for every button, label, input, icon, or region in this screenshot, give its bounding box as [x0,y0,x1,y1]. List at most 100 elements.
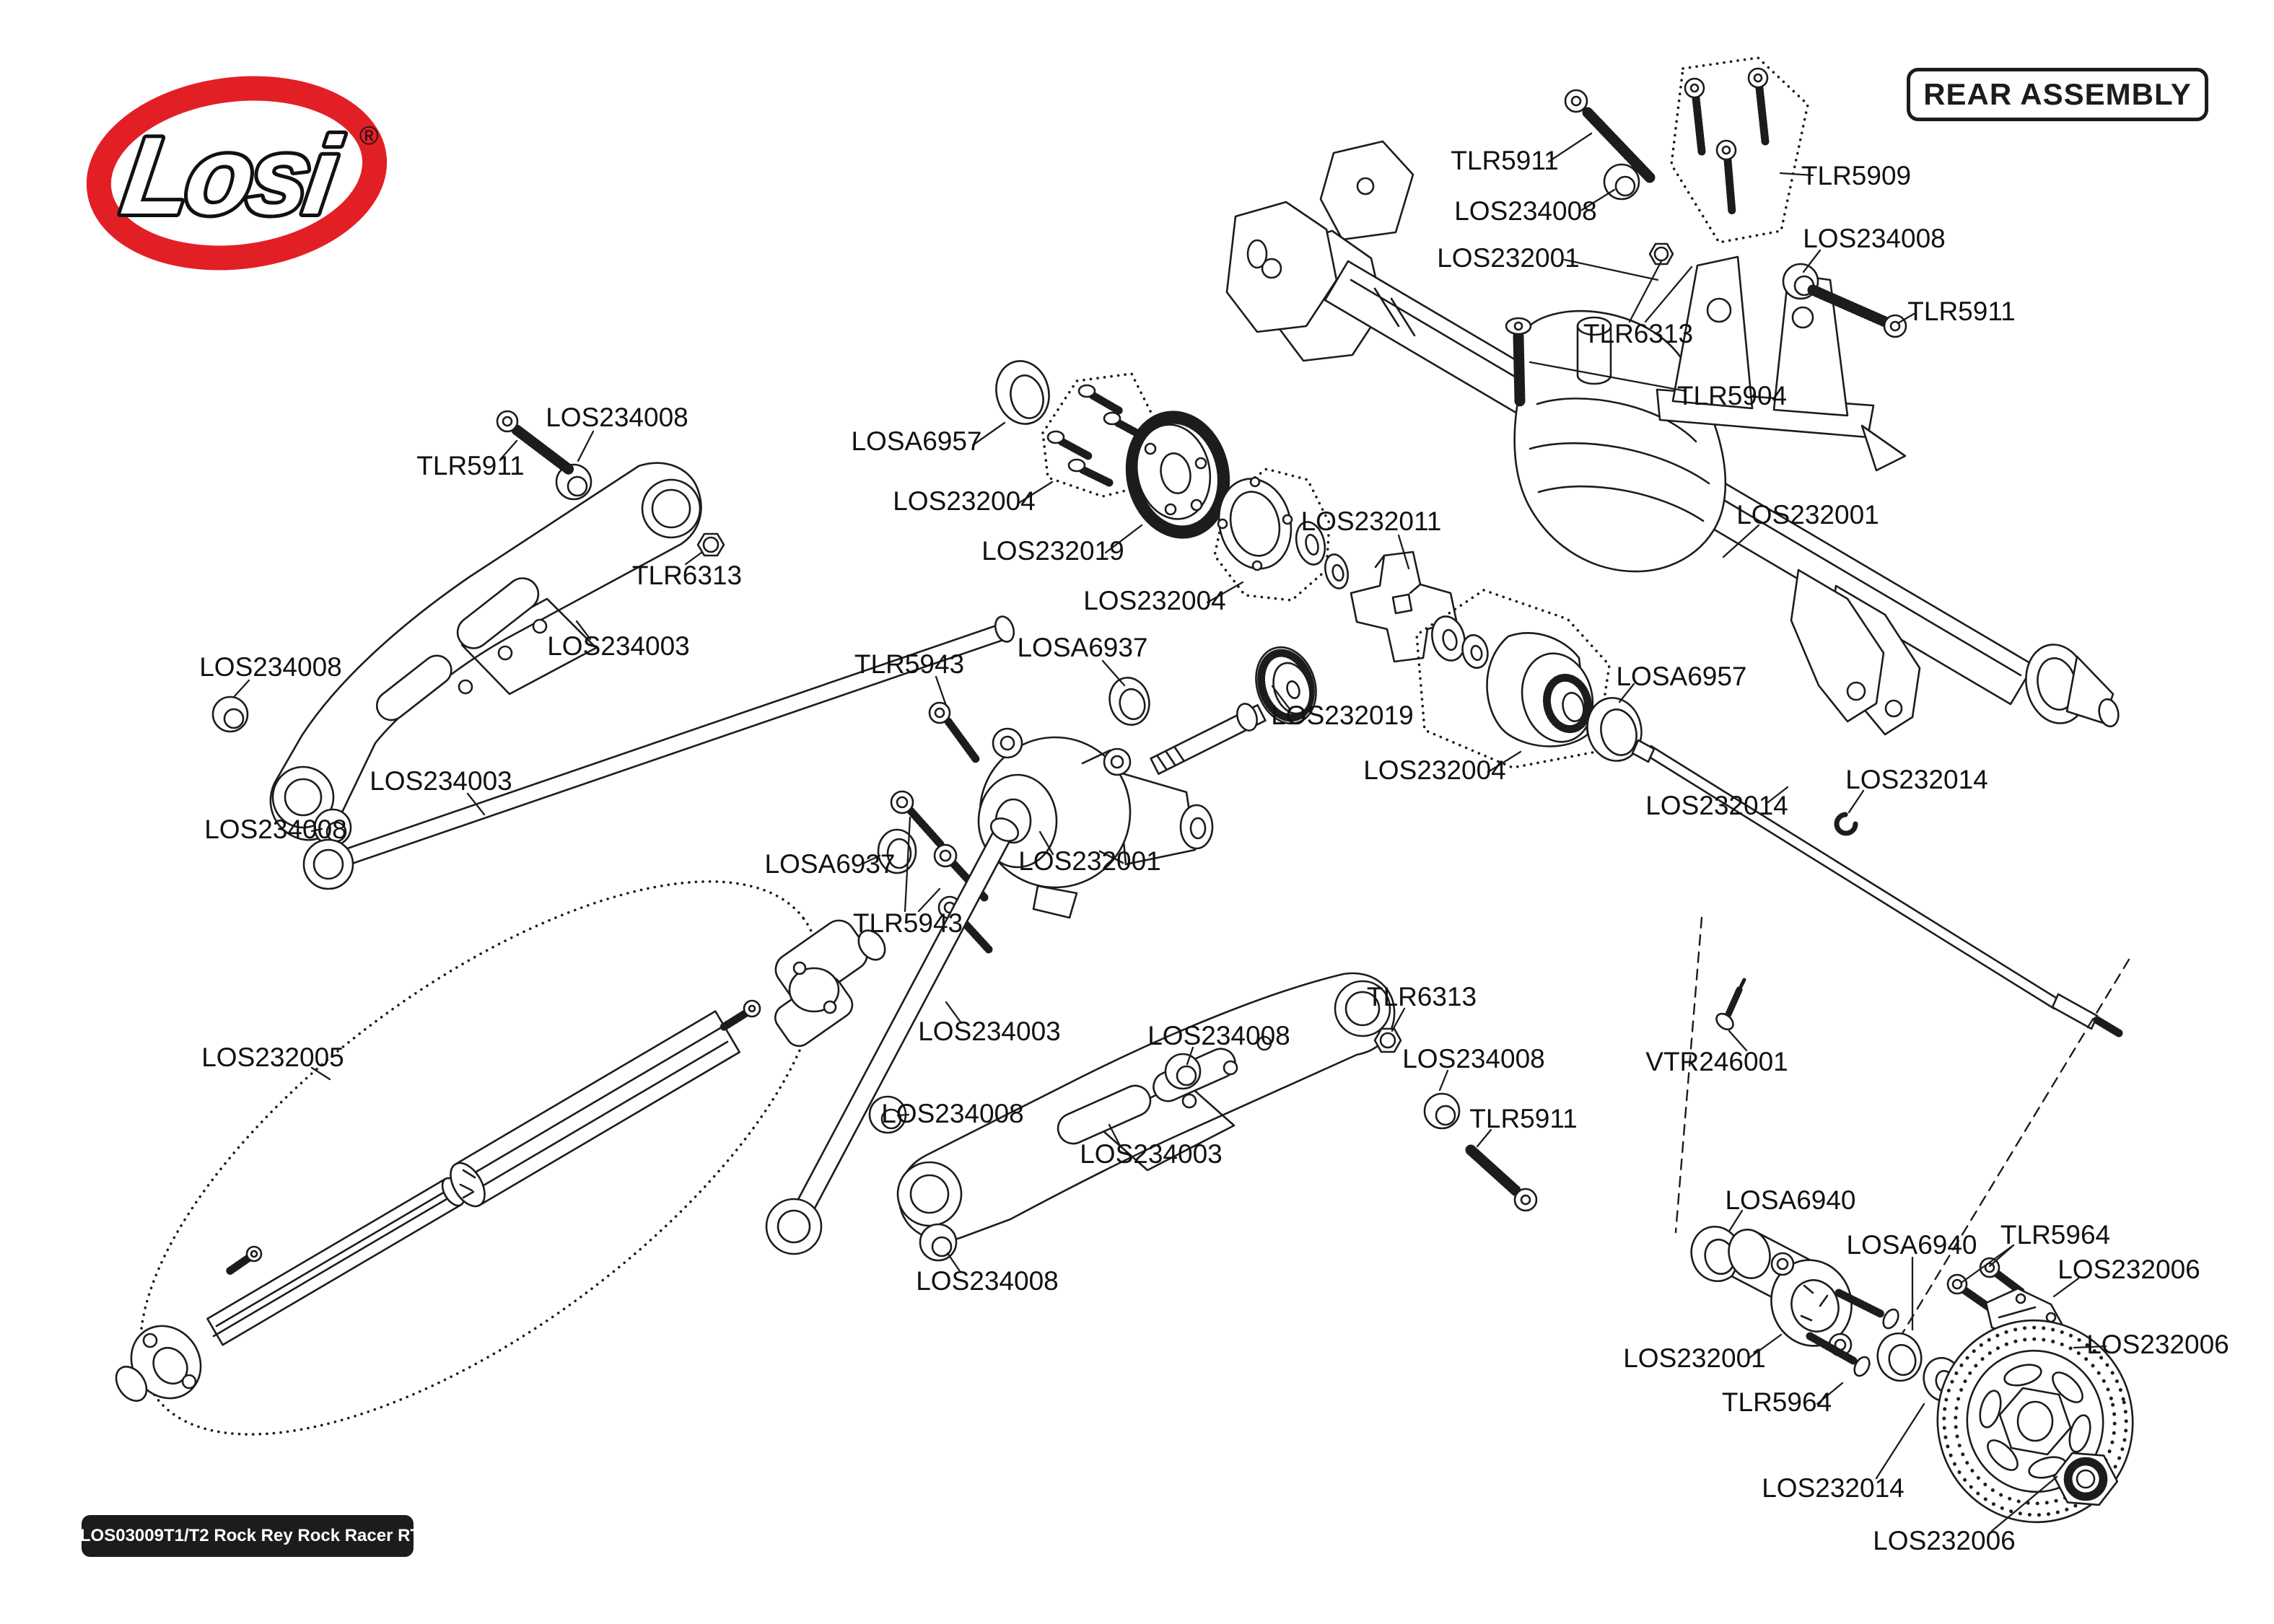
part-label-los232006: LOS232006 [2086,1330,2229,1359]
leader-line [1101,659,1126,687]
gasket-set-los232004 [1213,468,1349,602]
part-label-los234003: LOS234003 [547,631,690,661]
part-label-los234003: LOS234003 [1080,1139,1223,1169]
leader-line [917,887,941,913]
part-label-los232004: LOS232004 [1083,586,1226,615]
leader-line [1728,1209,1744,1232]
part-label-tlr5911: TLR5911 [416,451,524,480]
part-label-los234008: LOS234008 [916,1266,1059,1296]
leader-line [863,854,881,864]
part-label-los232014: LOS232014 [1645,791,1788,820]
leader-line [935,675,948,707]
leader-line [1397,534,1410,570]
leader-line [1206,581,1244,604]
losi-logo: Losi ® [86,76,388,271]
leader-line [1728,1030,1748,1052]
leader-line [1644,265,1693,323]
part-label-tlr5964: TLR5964 [2000,1220,2110,1250]
part-label-tlr5911: TLR5911 [1907,297,2015,326]
leader-line [310,828,323,833]
screw-tlr5911-left [496,410,576,476]
leader-line [1038,830,1054,856]
diagram-title-box: REAR ASSEMBLY [1907,68,2208,121]
part-label-tlr6313: TLR6313 [1583,319,1693,348]
logo-registered-mark: ® [359,120,379,150]
part-label-vtr246001: VTR246001 [1645,1047,1788,1076]
leader-line [1618,682,1635,703]
part-label-tlr5904: TLR5904 [1677,381,1787,411]
part-label-tlr5943: TLR5943 [853,908,963,938]
hub-carrier-los232001 [1728,1229,1853,1357]
ball-cup-los234008-e [313,808,352,847]
suspension-arm-lower-los234003 [896,972,1396,1242]
link-upper-los234003 [302,615,1015,890]
part-label-tlr5964: TLR5964 [1722,1387,1832,1417]
leader-line [233,679,250,698]
leader-line [1580,188,1616,211]
leader-line [1186,1046,1194,1066]
leader-line [1990,1475,2058,1532]
part-label-los234008: LOS234008 [1803,224,1946,253]
ball-cup-los234008-f [1423,1092,1461,1130]
bearing-losa6957-b [1586,697,1643,762]
ball-cup-los234008-h [868,1095,907,1134]
part-label-tlr5911: TLR5911 [1451,146,1558,175]
part-label-los234003: LOS234003 [369,766,512,796]
part-label-losa6937: LOSA6937 [1017,633,1147,662]
leader-line [1767,786,1789,804]
part-label-tlr5909: TLR5909 [1801,161,1911,190]
serrated-nut-los232006 [2052,1452,2119,1506]
part-label-los234008: LOS234008 [1454,196,1597,226]
leader-line [684,551,703,566]
leader-line [1847,789,1865,814]
part-label-los234008: LOS234008 [1147,1021,1290,1050]
rear-axle-housing [1225,140,2120,736]
axle-shaft-los232014 [1631,739,2123,1037]
leader-line [1816,1382,1844,1405]
leader-line [466,792,486,816]
suspension-arm-upper-los234003 [269,462,702,841]
leader-line [310,1066,331,1081]
part-label-los234008: LOS234008 [204,815,347,844]
nut-tlr6313-bottom [1373,1027,1402,1053]
part-label-tlr5943: TLR5943 [854,649,964,679]
screw-tlr5911-top-right [1807,284,1907,338]
screw-tlr5904 [1505,317,1532,407]
part-label-losa6957: LOSA6957 [1616,662,1746,691]
leader-line [1779,172,1814,177]
leader-line [1961,1244,2015,1283]
c-clip-los232014 [1834,812,1858,836]
part-label-los232019: LOS232019 [981,536,1124,566]
part-label-los232019: LOS232019 [1271,701,1414,730]
part-label-los234008: LOS234008 [546,403,688,432]
driveline-assembly-los232005 [115,880,886,1436]
part-label-tlr5911: TLR5911 [1469,1104,1577,1133]
screws-tlr5964-flathead [1806,1289,1899,1377]
part-label-los232006: LOS232006 [2057,1255,2200,1284]
part-label-los232014: LOS232014 [1762,1473,1905,1503]
leader-line [1547,132,1593,163]
part-label-los232005: LOS232005 [201,1043,344,1072]
part-label-tlr6313: TLR6313 [1367,982,1477,1011]
ball-cup-los234008-a [1603,163,1640,201]
part-label-los234003: LOS234003 [918,1017,1061,1046]
housing-diff-bulge [1513,310,1727,573]
link-mount-bulkhead [1648,242,1907,472]
diff-case-box-los232004 [1415,589,1611,769]
leader-line [1108,1123,1121,1147]
leader-line [1487,750,1522,773]
diff-housing-los232001 [977,727,1214,919]
leader-line [1628,260,1663,323]
leader-line [1438,1069,1449,1092]
leader-line [1391,1007,1406,1032]
leader-line [2073,1345,2107,1349]
part-label-losa6957: LOSA6957 [851,426,981,456]
leader-line [577,430,595,462]
part-label-los232011: LOS232011 [1301,506,1442,536]
screw-vtr246001 [1715,978,1746,1031]
part-label-tlr6313: TLR6313 [632,561,742,590]
leader-line [499,439,518,460]
leader-line [1722,524,1760,558]
part-label-losa6940: LOSA6940 [1725,1185,1855,1215]
